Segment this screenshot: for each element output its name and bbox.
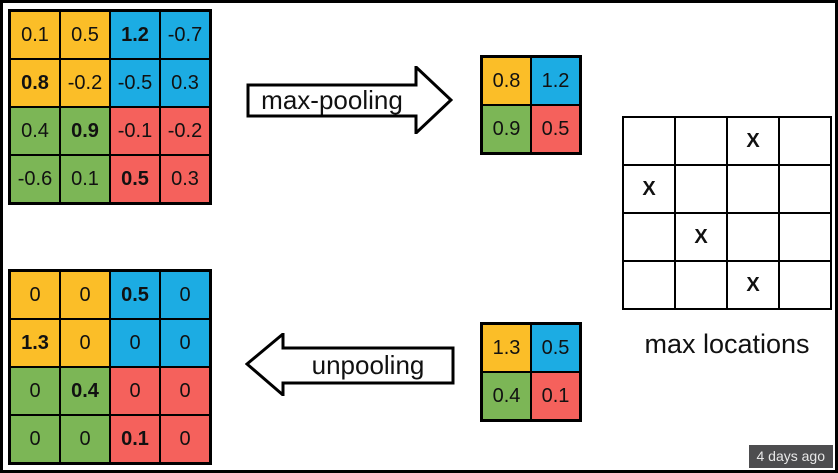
grid-cell: 1.2 bbox=[111, 12, 159, 58]
grid-cell: 0 bbox=[61, 416, 109, 462]
grid-cell: 0.4 bbox=[11, 108, 59, 154]
grid-cell: 0 bbox=[161, 272, 209, 318]
grid-cell bbox=[780, 118, 830, 164]
grid-cell: 0.5 bbox=[61, 12, 109, 58]
left-arrow-icon bbox=[245, 333, 455, 396]
grid-cell: 0.5 bbox=[532, 106, 579, 152]
grid-cell: 0 bbox=[11, 272, 59, 318]
grid-cell bbox=[624, 262, 674, 308]
unpooling-label: unpooling bbox=[311, 350, 425, 380]
grid-cell: X bbox=[728, 262, 778, 308]
grid-cell: 0.5 bbox=[111, 272, 159, 318]
grid-cell: 0.1 bbox=[111, 416, 159, 462]
grid-cell: 0.1 bbox=[532, 373, 579, 419]
grid-cell: 0.3 bbox=[161, 60, 209, 106]
grid-cell: 0.8 bbox=[483, 58, 530, 104]
right-arrow-icon bbox=[246, 66, 453, 134]
grid-cell bbox=[728, 214, 778, 260]
timestamp-badge: 4 days ago bbox=[748, 445, 833, 468]
grid-cell: X bbox=[728, 118, 778, 164]
grid-cell bbox=[728, 166, 778, 212]
grid-cell: 0 bbox=[111, 368, 159, 414]
max-locations-label: max locations bbox=[644, 329, 810, 359]
grid-cell: 0.4 bbox=[61, 368, 109, 414]
grid-cell: -0.7 bbox=[161, 12, 209, 58]
grid-cell bbox=[676, 166, 726, 212]
grid-cell: 0 bbox=[161, 368, 209, 414]
grid-cell: 0.9 bbox=[483, 106, 530, 152]
grid-cell: 0.5 bbox=[111, 156, 159, 202]
grid-cell: 0.1 bbox=[11, 12, 59, 58]
grid-cell bbox=[676, 262, 726, 308]
grid-cell: 0 bbox=[61, 272, 109, 318]
grid-cell: X bbox=[676, 214, 726, 260]
grid-cell: 0.8 bbox=[11, 60, 59, 106]
grid-cell: 0 bbox=[11, 416, 59, 462]
grid-cell: 1.2 bbox=[532, 58, 579, 104]
grid-cell: 0.1 bbox=[61, 156, 109, 202]
grid-cell: -0.2 bbox=[61, 60, 109, 106]
unpooling-arrow: unpooling bbox=[245, 333, 455, 396]
grid-cell bbox=[780, 214, 830, 260]
max-pooling-label: max-pooling bbox=[261, 85, 403, 115]
grid-cell bbox=[780, 166, 830, 212]
grid-cell: 1.3 bbox=[11, 320, 59, 366]
grid-cell: 0.5 bbox=[532, 325, 579, 371]
grid-cell: 0 bbox=[11, 368, 59, 414]
grid-cell: 0 bbox=[111, 320, 159, 366]
grid-cell: 0 bbox=[161, 416, 209, 462]
grid-cell: -0.6 bbox=[11, 156, 59, 202]
grid-cell: -0.2 bbox=[161, 108, 209, 154]
grid-cell bbox=[780, 262, 830, 308]
grid-cell: 0 bbox=[61, 320, 109, 366]
grid-cell: 0.4 bbox=[483, 373, 530, 419]
grid-cell: 0.3 bbox=[161, 156, 209, 202]
grid-cell bbox=[624, 118, 674, 164]
grid-cell: -0.1 bbox=[111, 108, 159, 154]
grid-cell: 0.9 bbox=[61, 108, 109, 154]
grid-cell bbox=[624, 214, 674, 260]
grid-cell bbox=[676, 118, 726, 164]
grid-cell: 1.3 bbox=[483, 325, 530, 371]
grid-cell: -0.5 bbox=[111, 60, 159, 106]
grid-cell: X bbox=[624, 166, 674, 212]
grid-cell: 0 bbox=[161, 320, 209, 366]
max-pooling-arrow: max-pooling bbox=[246, 66, 453, 134]
